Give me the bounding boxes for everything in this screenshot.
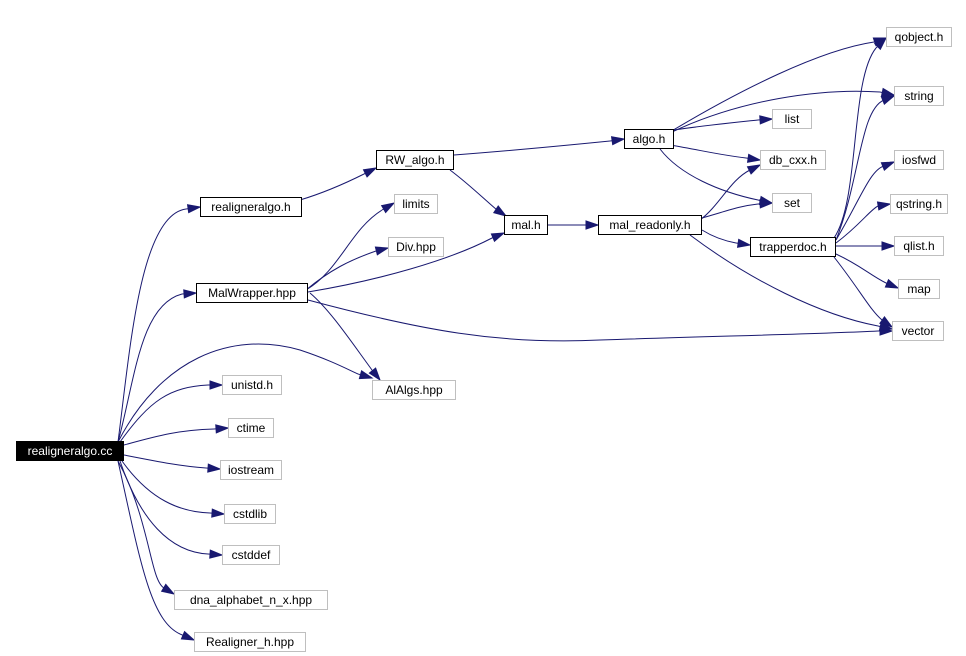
arrowhead-div-hpp — [374, 246, 390, 256]
arrowhead-string — [880, 87, 896, 97]
edge-mal-readonly-h-to-vector — [689, 234, 879, 327]
node-rw-algo-h[interactable]: RW_algo.h — [376, 150, 454, 170]
node-map[interactable]: map — [898, 279, 940, 299]
edge-trapperdoc-h-to-qobject-h — [833, 47, 877, 239]
arrowhead-qlist-h — [881, 241, 896, 251]
arrowhead-rw-algo-h — [362, 167, 378, 178]
edge-trapperdoc-h-to-string — [835, 99, 885, 241]
edge-malwrapper-hpp-to-vector — [307, 299, 879, 342]
arrowhead-string — [880, 95, 896, 106]
edge-tail-realigner-h-hpp — [179, 633, 184, 636]
node-mal-h[interactable]: mal.h — [504, 215, 548, 235]
node-alalgs-hpp[interactable]: AlAlgs.hpp — [372, 380, 456, 400]
edge-rw-algo-h-to-algo-h — [453, 140, 611, 156]
edge-malwrapper-hpp-to-limits — [305, 209, 383, 291]
arrowhead-qstring-h — [876, 201, 892, 211]
node-iosfwd[interactable]: iosfwd — [894, 150, 944, 170]
edge-mal-readonly-h-to-trapperdoc-h — [701, 229, 737, 244]
node-qobject-h[interactable]: qobject.h — [886, 27, 952, 47]
arrowhead-iostream — [207, 463, 222, 473]
edge-trapperdoc-h-to-vector — [833, 256, 883, 321]
arrowhead-alalgs-hpp — [358, 370, 374, 380]
node-realigner-h-hpp[interactable]: Realigner_h.hpp — [194, 632, 306, 652]
node-qlist-h[interactable]: qlist.h — [894, 236, 944, 256]
arrowhead-mal-h — [490, 232, 506, 243]
node-algo-h[interactable]: algo.h — [624, 129, 674, 149]
arrowhead-unistd-h — [209, 380, 224, 390]
node-dna-alphabet-hpp[interactable]: dna_alphabet_n_x.hpp — [174, 590, 328, 610]
arrowhead-malwrapper-hpp — [183, 289, 198, 299]
edge-trapperdoc-h-to-iosfwd — [835, 165, 885, 241]
arrowhead-vector — [879, 315, 894, 328]
arrowhead-ctime — [215, 424, 230, 434]
edge-algo-h-to-set — [659, 148, 759, 201]
arrowhead-db-cxx-h — [746, 153, 762, 163]
node-mal-readonly-h[interactable]: mal_readonly.h — [598, 215, 702, 235]
node-realigneralgo-cc[interactable]: realigneralgo.cc — [16, 441, 124, 461]
arrowhead-mal-readonly-h — [585, 220, 600, 230]
edge-malwrapper-hpp-to-alalgs-hpp — [309, 292, 373, 371]
node-ctime[interactable]: ctime — [228, 418, 274, 438]
arrowhead-algo-h — [610, 136, 626, 146]
edge-malwrapper-hpp-to-div-hpp — [305, 250, 377, 291]
edge-realigneralgo-cc-to-unistd-h — [119, 384, 209, 443]
edge-realigneralgo-cc-to-malwrapper-hpp — [117, 293, 183, 443]
arrowhead-list — [759, 115, 774, 125]
arrowhead-realigneralgo-h — [186, 204, 202, 214]
arrowhead-mal-h — [492, 205, 508, 217]
arrowhead-map — [884, 278, 900, 289]
edge-mal-readonly-h-to-set — [701, 203, 759, 219]
edge-realigneralgo-h-to-rw-algo-h — [299, 173, 365, 201]
arrowhead-limits — [380, 202, 396, 214]
node-vector[interactable]: vector — [892, 321, 944, 341]
arrowhead-dna-alphabet-n-x-hpp — [160, 583, 176, 595]
node-qstring-h[interactable]: qstring.h — [890, 194, 948, 214]
edge-rw-algo-h-to-mal-h — [449, 169, 498, 211]
node-div-hpp[interactable]: Div.hpp — [388, 237, 444, 257]
arrowhead-qobject-h — [873, 36, 888, 51]
node-unistd-h[interactable]: unistd.h — [222, 375, 282, 395]
edge-algo-h-to-qobject-h — [669, 41, 875, 133]
node-list[interactable]: list — [772, 109, 812, 129]
arrowhead-set — [759, 199, 774, 209]
edge-realigneralgo-cc-to-alalgs-hpp — [117, 343, 359, 443]
edge-algo-h-to-db-cxx-h — [669, 144, 747, 159]
node-limits[interactable]: limits — [394, 194, 438, 214]
node-iostream[interactable]: iostream — [220, 460, 282, 480]
edge-mal-readonly-h-to-db-cxx-h — [699, 169, 751, 221]
edge-realigneralgo-cc-to-realigner-h-hpp — [117, 460, 181, 635]
edge-realigneralgo-cc-to-dna-alphabet-n-x-hpp — [117, 460, 165, 589]
node-trapperdoc-h[interactable]: trapperdoc.h — [750, 237, 836, 257]
arrowhead-alalgs-hpp — [368, 367, 381, 382]
node-malwrapper-hpp[interactable]: MalWrapper.hpp — [196, 283, 308, 303]
edge-realigneralgo-cc-to-ctime — [123, 428, 215, 446]
edge-trapperdoc-h-to-map — [835, 253, 887, 284]
node-set[interactable]: set — [772, 193, 812, 213]
edge-malwrapper-hpp-to-mal-h — [307, 237, 493, 293]
edge-algo-h-to-list — [673, 119, 759, 131]
arrowhead-iosfwd — [880, 161, 896, 172]
edge-realigneralgo-cc-to-iostream — [123, 454, 207, 469]
arrowhead-cstddef — [209, 549, 224, 559]
arrowhead-cstdlib — [211, 508, 226, 518]
edge-algo-h-to-string — [671, 90, 881, 133]
node-cstdlib[interactable]: cstdlib — [224, 504, 276, 524]
node-db-cxx-h[interactable]: db_cxx.h — [760, 150, 826, 170]
arrowhead-trapperdoc-h — [736, 238, 752, 248]
node-cstddef[interactable]: cstddef — [222, 545, 280, 565]
node-realigneralgo-h[interactable]: realigneralgo.h — [200, 197, 302, 217]
edge-trapperdoc-h-to-qstring-h — [835, 205, 879, 244]
arrowhead-db-cxx-h — [746, 164, 762, 175]
edge-realigneralgo-cc-to-realigneralgo-h — [117, 208, 187, 443]
edge-realigneralgo-cc-to-cstdlib — [121, 460, 211, 514]
arrowhead-realigner-h-hpp — [180, 630, 196, 641]
node-string[interactable]: string — [894, 86, 944, 106]
